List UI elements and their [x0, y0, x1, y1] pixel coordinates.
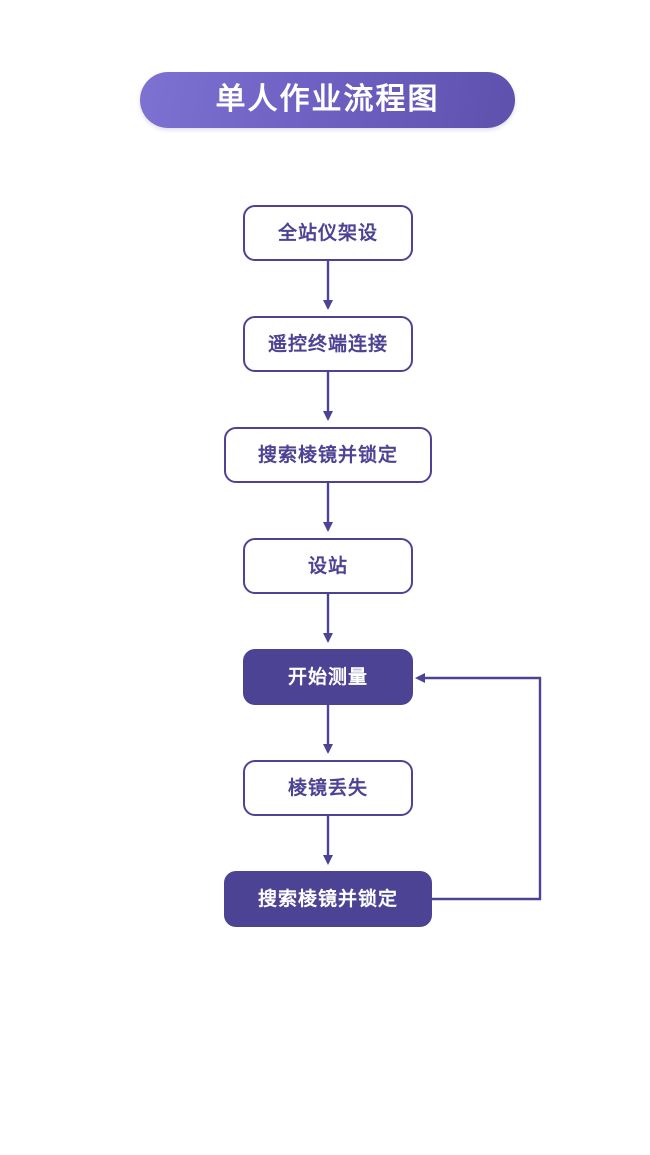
flow-node-quanzhanyi-jiashe[interactable]: 全站仪架设 — [243, 205, 413, 261]
flow-node-label: 全站仪架设 — [277, 221, 378, 244]
flow-node-kaishi-celiang[interactable]: 开始测量 — [243, 649, 413, 705]
flow-node-label: 遥控终端连接 — [267, 332, 388, 355]
flow-node-label: 棱镜丢失 — [287, 776, 368, 799]
edge-n7-n5-feedback-loop — [415, 673, 542, 901]
page-title-banner: 单人作业流程图 — [140, 72, 515, 128]
flow-node-label: 搜索棱镜并锁定 — [257, 887, 398, 910]
flow-node-label: 开始测量 — [287, 665, 368, 688]
flow-node-label: 设站 — [307, 554, 348, 577]
flow-node-lengjing-diushi[interactable]: 棱镜丢失 — [243, 760, 413, 816]
flow-node-sousuo-lengjing-bing-suoding-2[interactable]: 搜索棱镜并锁定 — [224, 871, 432, 927]
flow-node-shezhan[interactable]: 设站 — [243, 538, 413, 594]
flow-node-yaokong-zhongduan-lianjie[interactable]: 遥控终端连接 — [243, 316, 413, 372]
flow-node-label: 搜索棱镜并锁定 — [257, 443, 398, 466]
flow-node-sousuo-lengjing-bing-suoding[interactable]: 搜索棱镜并锁定 — [224, 427, 432, 483]
page-title: 单人作业流程图 — [215, 82, 440, 117]
